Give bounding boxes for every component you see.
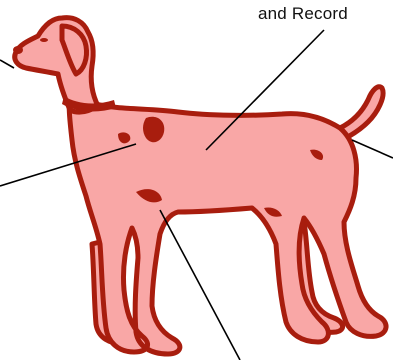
leader-line-tail: [352, 140, 393, 158]
dog-illustration: [15, 18, 386, 354]
dog-nose: [13, 46, 23, 54]
dog-eye: [40, 38, 48, 42]
leader-line-nose: [0, 60, 14, 68]
dog-body: [69, 92, 386, 354]
